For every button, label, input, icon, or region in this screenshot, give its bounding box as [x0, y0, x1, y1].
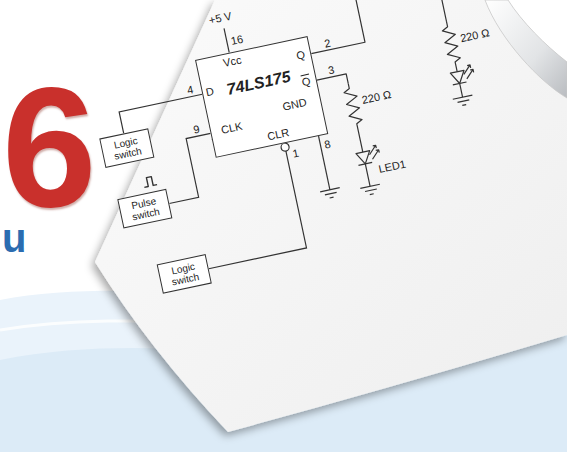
led-light-arrows [368, 145, 380, 160]
node-text: Pulse switch [122, 194, 168, 224]
node-text: Logic switch [161, 259, 207, 289]
ground-symbol [320, 188, 341, 200]
node-text: 74LS175 [225, 68, 292, 99]
page-curl [485, 0, 567, 98]
q-wire [291, 0, 447, 54]
heading-fragment: u [2, 218, 26, 258]
ground-symbol [360, 184, 381, 196]
chapter-number: 6 [2, 62, 97, 232]
ground-symbol [453, 95, 474, 107]
node-text: Logic switch [104, 133, 150, 163]
led-light-arrows [462, 65, 474, 80]
paper-sheet [95, 0, 567, 432]
pin-name: Q [295, 48, 306, 62]
vcc-pin [224, 28, 229, 52]
led-symbol [358, 162, 376, 187]
wire-connector [188, 151, 306, 269]
pin-name: Q [301, 75, 312, 89]
pulse-icon [142, 176, 157, 188]
resistor-symbol [441, 21, 463, 73]
inversion-bubble [280, 142, 289, 151]
pin-number: 16 [230, 33, 245, 48]
